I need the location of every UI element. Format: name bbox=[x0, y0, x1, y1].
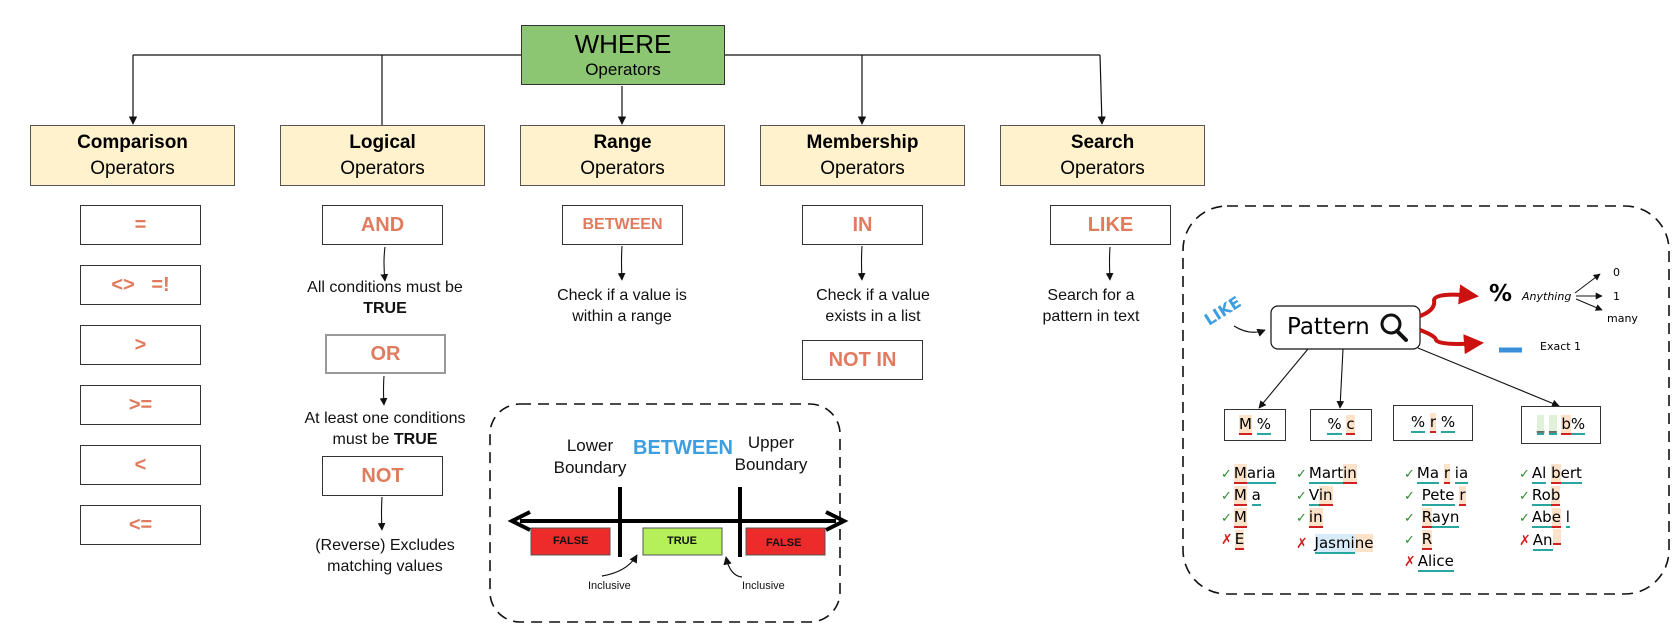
list-item: ✓ Rayn bbox=[1404, 508, 1460, 528]
operator-not: NOT bbox=[322, 456, 443, 496]
list-item: ✓Maria bbox=[1221, 464, 1276, 484]
list-item: ✓in bbox=[1296, 508, 1323, 528]
list-item: ✓Al bert bbox=[1519, 464, 1582, 484]
many-label: many bbox=[1607, 312, 1638, 325]
list-item: ✓Martin bbox=[1296, 464, 1357, 484]
operator-not-in: NOT IN bbox=[802, 340, 923, 380]
pattern-box-underscore-b-percent: _ _ b% bbox=[1521, 406, 1601, 444]
list-item: ✗E bbox=[1221, 530, 1245, 550]
false-left-label: FALSE bbox=[553, 535, 589, 547]
root-subtitle: Operators bbox=[585, 59, 661, 79]
between-panel-title: BETWEEN bbox=[633, 437, 733, 459]
matches-m-percent: ✓Maria ✓M a ✓M ✗E bbox=[1221, 463, 1276, 550]
operator-and: AND bbox=[322, 205, 443, 245]
list-item: ✓Rob bbox=[1519, 486, 1561, 506]
list-item: ✓Ma r ia bbox=[1404, 464, 1469, 484]
category-search: Search Operators bbox=[1000, 125, 1205, 186]
operator-in: IN bbox=[802, 205, 923, 245]
magnifier-icon bbox=[1380, 313, 1408, 342]
zero-label: 0 bbox=[1613, 266, 1620, 279]
matches-percent-r-percent: ✓Ma r ia ✓ Pete r ✓ Rayn ✓ R ✗Alice bbox=[1404, 463, 1469, 573]
root-title: WHERE bbox=[574, 28, 672, 59]
list-item: ✓Vin bbox=[1296, 486, 1333, 506]
matches-underscore-b-percent: ✓Al bert ✓Rob ✓Abe l ✗An bbox=[1519, 463, 1582, 551]
list-item: ✗Alice bbox=[1404, 552, 1454, 572]
inclusive-right-label: Inclusive bbox=[742, 580, 785, 592]
operator-equal: = bbox=[80, 205, 201, 245]
operator-less-equal: <= bbox=[80, 505, 201, 545]
category-comparison: Comparison Operators bbox=[30, 125, 235, 186]
where-root-node: WHERE Operators bbox=[521, 25, 725, 85]
operator-like: LIKE bbox=[1050, 205, 1171, 245]
operator-between: BETWEEN bbox=[562, 205, 683, 245]
list-item: ✗ Jasmine bbox=[1296, 534, 1374, 554]
category-range: Range Operators bbox=[520, 125, 725, 186]
false-right-label: FALSE bbox=[766, 537, 802, 549]
list-item: ✓ R bbox=[1404, 530, 1433, 550]
list-item: ✗An bbox=[1519, 529, 1582, 551]
operator-less: < bbox=[80, 445, 201, 485]
pattern-box-percent-c: % c bbox=[1310, 409, 1372, 441]
inclusive-left-label: Inclusive bbox=[588, 580, 631, 592]
category-membership: Membership Operators bbox=[760, 125, 965, 186]
percent-symbol: % bbox=[1489, 281, 1513, 307]
one-label: 1 bbox=[1613, 290, 1620, 303]
exact-one-label: Exact 1 bbox=[1540, 340, 1582, 353]
operator-not-equal: <> =! bbox=[80, 265, 201, 305]
list-item: ✓ Pete r bbox=[1404, 486, 1466, 506]
operator-greater-equal: >= bbox=[80, 385, 201, 425]
category-logical: Logical Operators bbox=[280, 125, 485, 186]
operator-greater: > bbox=[80, 325, 201, 365]
true-mid-label: TRUE bbox=[667, 535, 697, 547]
list-item: ✓M a bbox=[1221, 486, 1261, 506]
operator-or: OR bbox=[325, 334, 446, 374]
pattern-box-m-percent: M % bbox=[1224, 409, 1286, 441]
matches-percent-c: ✓Martin ✓Vin ✓in ✗ Jasmine bbox=[1296, 463, 1374, 554]
pattern-box-percent-r-percent: % r % bbox=[1393, 405, 1473, 441]
anything-label: Anything bbox=[1522, 290, 1572, 303]
pattern-label: Pattern bbox=[1287, 314, 1370, 340]
list-item: ✓M bbox=[1221, 508, 1247, 528]
list-item: ✓Abe l bbox=[1519, 508, 1570, 528]
